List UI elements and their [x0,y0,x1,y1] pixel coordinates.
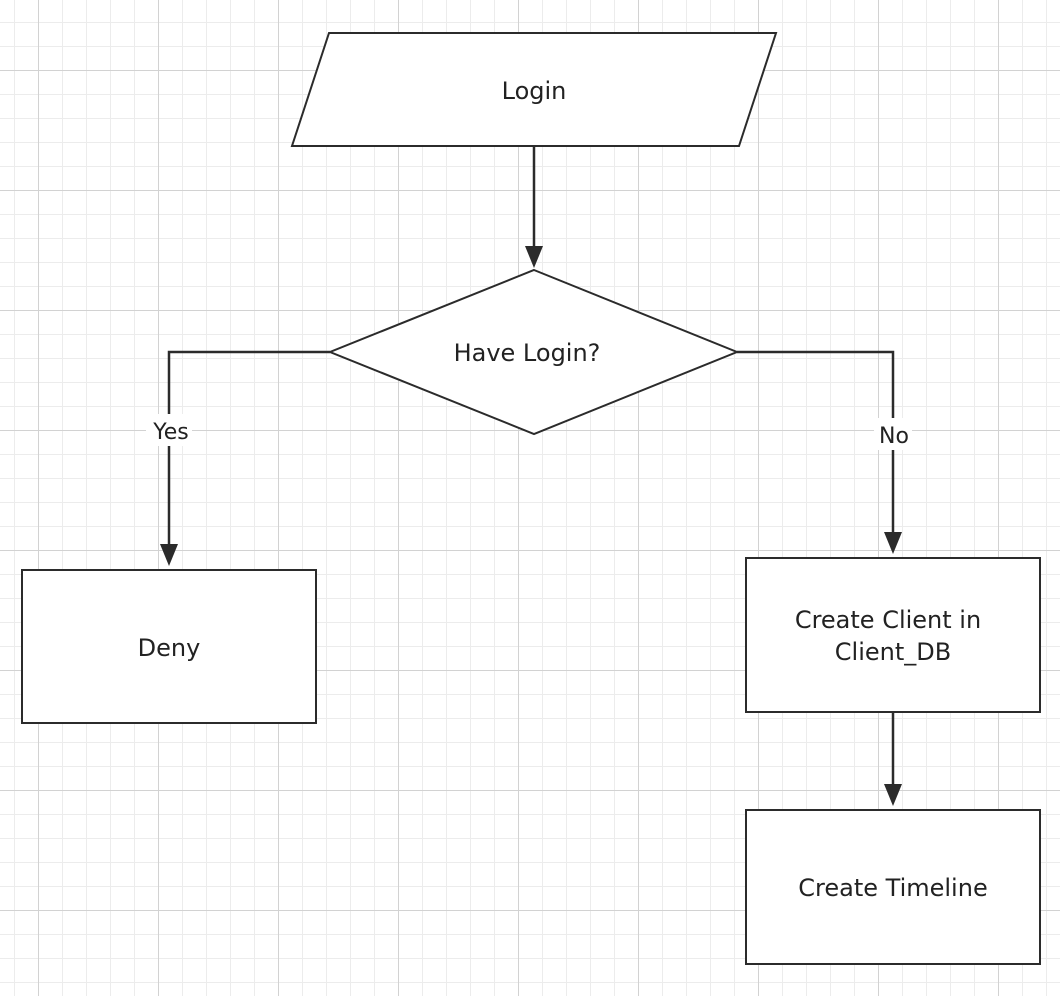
node-create-client-label-line1: Create Client in [795,606,981,634]
arrowhead-decision [525,246,543,268]
create-client-rectangle [745,557,1041,713]
edge-label-yes-bg [146,414,192,446]
node-login[interactable]: Login [290,32,778,147]
deny-rectangle [21,569,317,724]
node-login-label: Login [502,77,567,105]
arrowhead-create-timeline [884,784,902,806]
node-create-timeline[interactable]: Create Timeline [745,809,1041,965]
edge-label-no: No [879,424,909,449]
edge-label-yes: Yes [152,420,189,445]
node-create-client-label-line2: Client_DB [835,638,951,666]
node-create-client[interactable]: Create Client in Client_DB [745,557,1041,713]
arrowhead-deny [160,544,178,566]
node-create-timeline-label: Create Timeline [798,874,987,902]
node-have-login-label: Have Login? [454,339,601,367]
edge-no [737,350,895,534]
edge-label-no-bg [874,418,912,450]
node-deny-label: Deny [138,634,201,662]
arrowhead-create-client [884,532,902,554]
node-deny[interactable]: Deny [21,569,317,724]
node-have-login-decision[interactable]: Have Login? [327,268,740,436]
login-parallelogram [290,32,778,147]
decision-diamond [327,268,740,436]
create-timeline-rectangle [745,809,1041,965]
edge-yes [167,350,330,546]
